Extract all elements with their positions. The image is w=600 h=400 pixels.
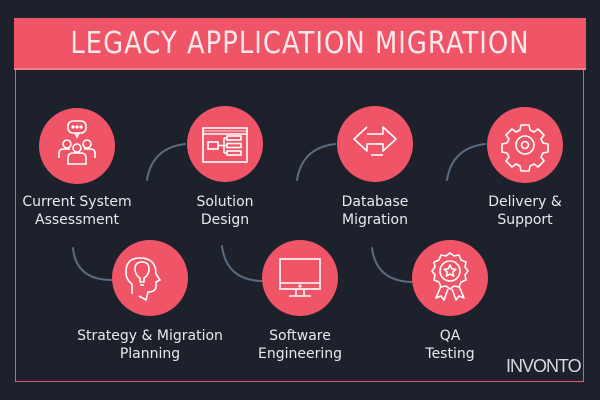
transfer-arrows-icon <box>353 126 397 156</box>
step-circle <box>39 108 115 184</box>
step-label: Database Migration <box>290 193 460 229</box>
step-label-line: Database <box>341 194 409 210</box>
step-label-line: Software <box>269 328 331 344</box>
step-circle <box>187 106 263 182</box>
step-label-line: Planning <box>119 346 181 362</box>
step-label-line: Support <box>497 212 553 228</box>
title-banner: LEGACY APPLICATION MIGRATION <box>14 18 586 70</box>
gear-icon <box>501 124 549 172</box>
step-label-line: Strategy & Migration <box>77 328 223 344</box>
step-label-line: Current System <box>22 194 132 210</box>
step-label-line: Solution <box>196 194 254 210</box>
step-label-line: QA <box>439 328 461 344</box>
step-label-line: Design <box>200 212 250 228</box>
step-circle <box>262 240 338 316</box>
step-label-line: Assessment <box>35 212 119 228</box>
strategy-head-lightbulb-icon <box>125 257 162 302</box>
step-label-line: Testing <box>425 346 475 362</box>
step-circle <box>487 107 563 183</box>
step-label: Solution Design <box>140 193 310 229</box>
step-label-line: Migration <box>341 212 408 228</box>
page-title: LEGACY APPLICATION MIGRATION <box>70 25 530 61</box>
team-discussion-icon <box>58 120 96 165</box>
brand-logo: INVONTO <box>506 356 582 376</box>
step-circle <box>337 106 413 182</box>
step-circle <box>112 240 188 316</box>
monitor-icon <box>279 258 321 297</box>
step-label: Delivery & Support <box>440 193 600 229</box>
award-badge-icon <box>431 252 469 301</box>
step-label: Strategy & Migration Planning <box>65 327 235 363</box>
step-label: QA Testing <box>365 327 535 363</box>
step-circle <box>412 240 488 316</box>
step-label: Software Engineering <box>215 327 385 363</box>
step-label: Current System Assessment <box>0 193 162 229</box>
step-label-line: Delivery & <box>488 194 562 210</box>
solution-diagram-window-icon <box>202 127 248 163</box>
step-label-line: Engineering <box>258 346 342 362</box>
